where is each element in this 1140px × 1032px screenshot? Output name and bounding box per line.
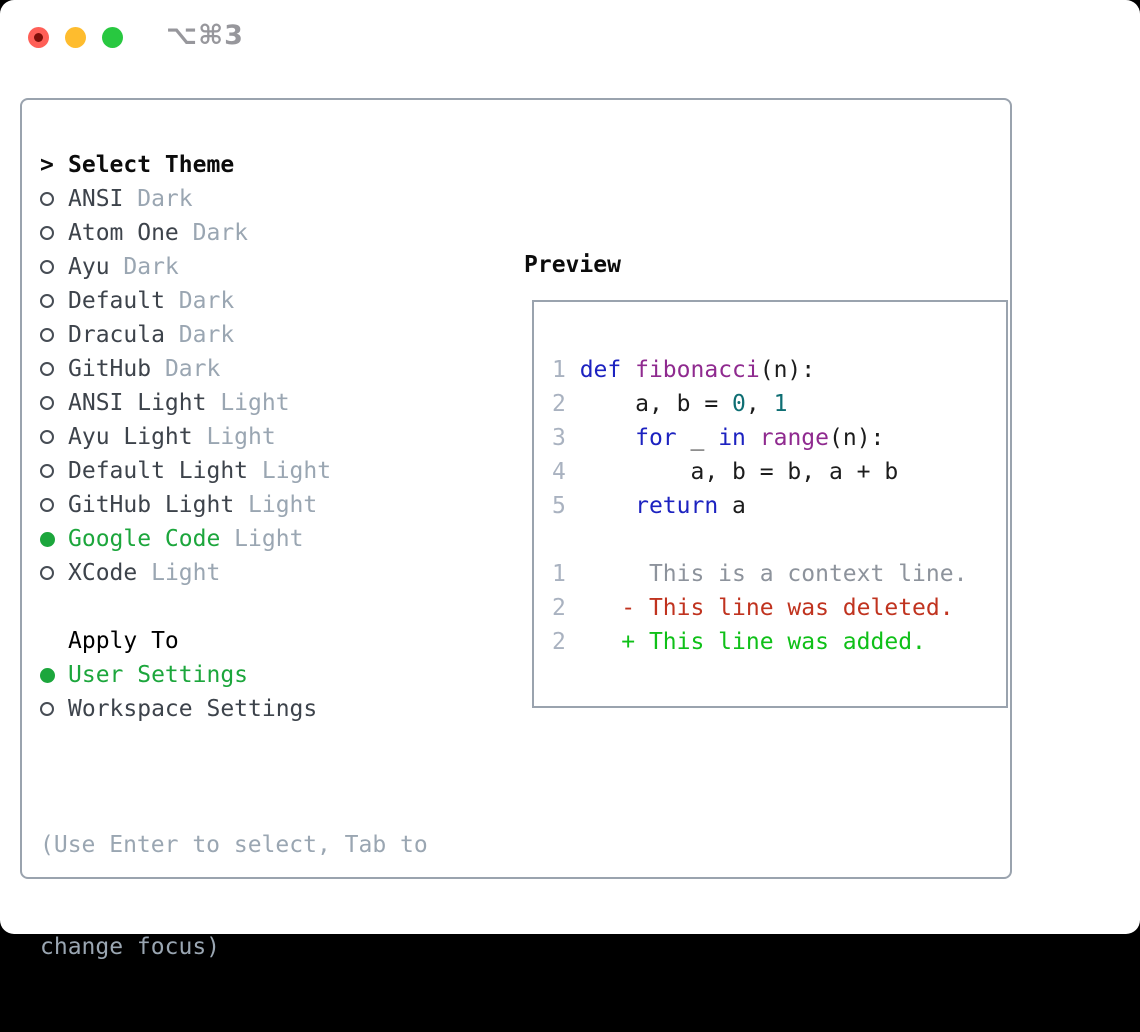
- code-line: 5 return a: [552, 489, 1006, 523]
- theme-name: GitHub Light: [68, 488, 234, 522]
- focus-arrow-gutter: >: [40, 148, 68, 182]
- theme-variant: Light: [234, 488, 317, 522]
- theme-variant: Light: [248, 454, 331, 488]
- theme-option[interactable]: Default Light Light: [40, 454, 428, 488]
- apply-to-label: User Settings: [68, 658, 248, 692]
- theme-name: Default: [68, 284, 165, 318]
- diff-preview: 1 This is a context line.2 - This line w…: [552, 557, 1006, 659]
- radio-icon: [40, 566, 54, 580]
- theme-name: Google Code: [68, 522, 220, 556]
- theme-option[interactable]: GitHub Dark: [40, 352, 428, 386]
- apply-to-option[interactable]: Workspace Settings: [40, 692, 428, 726]
- theme-name: Atom One: [68, 216, 179, 250]
- window-shortcut-label: ⌥⌘3: [166, 20, 244, 51]
- line-number: 1: [552, 357, 580, 383]
- theme-option[interactable]: ANSI Light Light: [40, 386, 428, 420]
- theme-name: Dracula: [68, 318, 165, 352]
- radio-selected-icon: [40, 532, 55, 547]
- radio-icon: [40, 192, 54, 206]
- radio-icon: [40, 328, 54, 342]
- radio-icon: [40, 464, 54, 478]
- line-number: 2: [552, 595, 580, 621]
- line-number: 3: [552, 425, 580, 451]
- radio-icon: [40, 294, 54, 308]
- zoom-button[interactable]: [102, 27, 123, 48]
- diff-line-deleted: 2 - This line was deleted.: [552, 591, 1006, 625]
- theme-option[interactable]: GitHub Light Light: [40, 488, 428, 522]
- title-bar: ⌥⌘3: [0, 0, 1140, 75]
- hint-line-2: change focus): [40, 930, 428, 964]
- apply-to-label: Workspace Settings: [68, 692, 317, 726]
- close-button[interactable]: [28, 27, 49, 48]
- radio-icon: [40, 226, 54, 240]
- theme-option[interactable]: XCode Light: [40, 556, 428, 590]
- theme-variant: Dark: [179, 216, 248, 250]
- theme-variant: Light: [220, 522, 303, 556]
- theme-name: ANSI: [68, 182, 123, 216]
- hint-line-1: (Use Enter to select, Tab to: [40, 828, 428, 862]
- select-theme-title: Select Theme: [68, 148, 234, 182]
- focus-arrow-icon: >: [40, 148, 54, 182]
- theme-option[interactable]: Ayu Light Light: [40, 420, 428, 454]
- diff-line-added: 2 + This line was added.: [552, 625, 1006, 659]
- line-number: 1: [552, 561, 580, 587]
- apply-to-title: Apply To: [68, 624, 179, 658]
- radio-icon: [40, 362, 54, 376]
- radio-icon: [40, 396, 54, 410]
- theme-option[interactable]: Dracula Dark: [40, 318, 428, 352]
- line-number: 2: [552, 629, 580, 655]
- radio-icon: [40, 702, 54, 716]
- apply-to-header: Apply To: [40, 624, 428, 658]
- theme-variant: Dark: [151, 352, 220, 386]
- keyboard-hint: (Use Enter to select, Tab to change focu…: [40, 760, 428, 1032]
- line-number: 5: [552, 493, 580, 519]
- code-line: 4 a, b = b, a + b: [552, 455, 1006, 489]
- theme-variant: Light: [137, 556, 220, 590]
- minimize-button[interactable]: [65, 27, 86, 48]
- theme-variant: Dark: [165, 318, 234, 352]
- theme-name: ANSI Light: [68, 386, 206, 420]
- theme-name: XCode: [68, 556, 137, 590]
- theme-option[interactable]: Google Code Light: [40, 522, 428, 556]
- preview-title: Preview: [524, 248, 621, 282]
- theme-option[interactable]: Atom One Dark: [40, 216, 428, 250]
- radio-icon: [40, 498, 54, 512]
- line-number: 4: [552, 459, 580, 485]
- code-line: 1 def fibonacci(n):: [552, 353, 1006, 387]
- radio-icon: [40, 430, 54, 444]
- apply-to-option[interactable]: User Settings: [40, 658, 428, 692]
- theme-option[interactable]: Ayu Dark: [40, 250, 428, 284]
- theme-variant: Dark: [165, 284, 234, 318]
- theme-name: GitHub: [68, 352, 151, 386]
- code-line: 2 a, b = 0, 1: [552, 387, 1006, 421]
- theme-name: Default Light: [68, 454, 248, 488]
- theme-option[interactable]: Default Dark: [40, 284, 428, 318]
- code-line: 3 for _ in range(n):: [552, 421, 1006, 455]
- radio-selected-icon: [40, 668, 55, 683]
- diff-line-context: 1 This is a context line.: [552, 557, 1006, 591]
- theme-name: Ayu Light: [68, 420, 193, 454]
- theme-variant: Light: [193, 420, 276, 454]
- theme-variant: Dark: [110, 250, 179, 284]
- theme-variant: Light: [206, 386, 289, 420]
- line-number: 2: [552, 391, 580, 417]
- theme-name: Ayu: [68, 250, 110, 284]
- radio-icon: [40, 260, 54, 274]
- select-theme-header: > Select Theme: [40, 148, 428, 182]
- theme-variant: Dark: [123, 182, 192, 216]
- close-dot-icon: [34, 33, 43, 42]
- theme-option[interactable]: ANSI Dark: [40, 182, 428, 216]
